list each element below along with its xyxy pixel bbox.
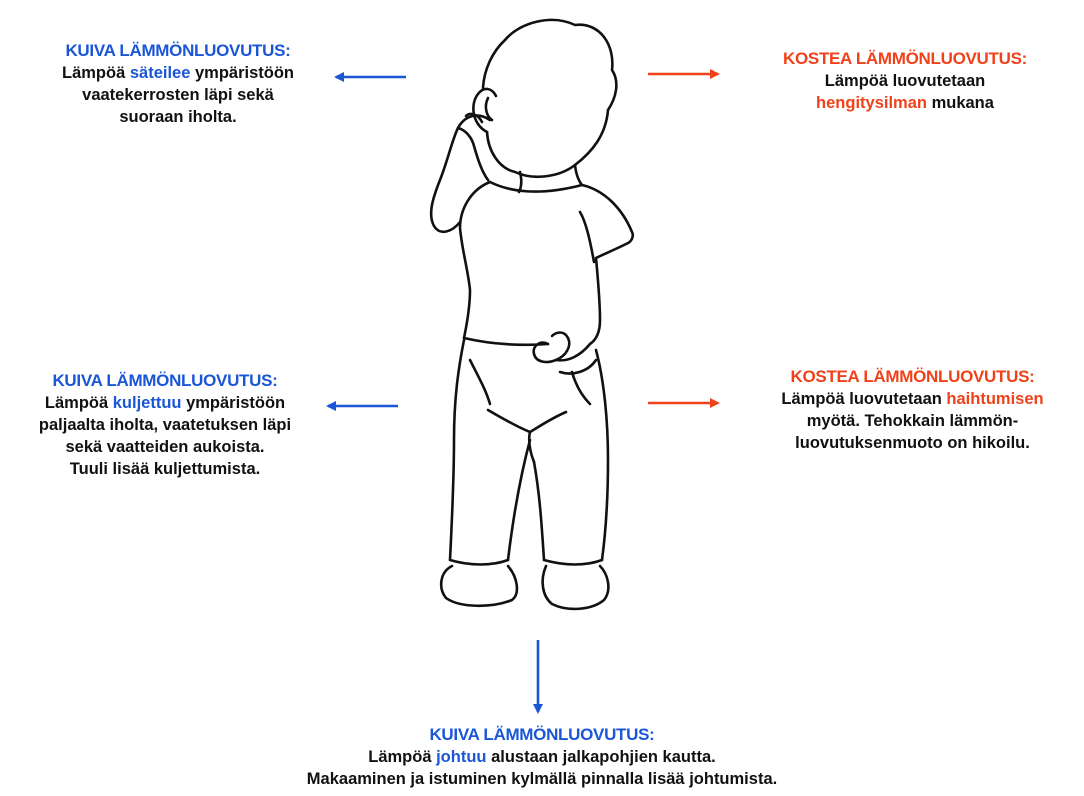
evaporation-line-2: myötä. Tehokkain lämmön- [735, 410, 1084, 432]
radiation-line-2: vaatekerrosten läpi sekä [18, 84, 338, 106]
evaporation-block: KOSTEA LÄMMÖNLUOVUTUS: Lämpöä luovutetaa… [735, 366, 1084, 454]
breath-line-2: hengitysilman mukana [720, 92, 1084, 114]
radiation-text: Lämpöä [62, 64, 130, 82]
conduction-text-post: alustaan jalkapohjien kautta. [487, 748, 716, 766]
convection-keyword: kuljettuu [113, 394, 182, 412]
convection-line-1: Lämpöä kuljettuu ympäristöön [0, 392, 330, 414]
convection-text-post: ympäristöön [182, 394, 286, 412]
conduction-line-1: Lämpöä johtuu alustaan jalkapohjien kaut… [242, 746, 842, 768]
convection-heading: KUIVA LÄMMÖNLUOVUTUS: [0, 370, 330, 392]
breath-block: KOSTEA LÄMMÖNLUOVUTUS: Lämpöä luovutetaa… [720, 48, 1084, 114]
convection-line-4: Tuuli lisää kuljettumista. [0, 458, 330, 480]
radiation-keyword: säteilee [130, 64, 191, 82]
breath-text-post: mukana [927, 94, 994, 112]
convection-text: Lämpöä [45, 394, 113, 412]
radiation-heading: KUIVA LÄMMÖNLUOVUTUS: [18, 40, 338, 62]
radiation-line-3: suoraan iholta. [18, 106, 338, 128]
breath-keyword: hengitysilman [816, 94, 927, 112]
conduction-text: Lämpöä [368, 748, 436, 766]
conduction-heading: KUIVA LÄMMÖNLUOVUTUS: [242, 724, 842, 746]
evaporation-keyword: haihtumisen [946, 390, 1043, 408]
conduction-keyword: johtuu [436, 748, 486, 766]
convection-line-3: sekä vaatteiden aukoista. [0, 436, 330, 458]
radiation-block: KUIVA LÄMMÖNLUOVUTUS: Lämpöä säteilee ym… [18, 40, 338, 128]
radiation-text-post: ympäristöön [190, 64, 294, 82]
breath-heading: KOSTEA LÄMMÖNLUOVUTUS: [720, 48, 1084, 70]
conduction-block: KUIVA LÄMMÖNLUOVUTUS: Lämpöä johtuu alus… [242, 724, 842, 790]
radiation-line-1: Lämpöä säteilee ympäristöön [18, 62, 338, 84]
child-outline-icon [431, 20, 633, 609]
convection-block: KUIVA LÄMMÖNLUOVUTUS: Lämpöä kuljettuu y… [0, 370, 330, 480]
convection-line-2: paljaalta iholta, vaatetuksen läpi [0, 414, 330, 436]
evaporation-line-1: Lämpöä luovutetaan haihtumisen [735, 388, 1084, 410]
evaporation-heading: KOSTEA LÄMMÖNLUOVUTUS: [735, 366, 1084, 388]
evaporation-text: Lämpöä luovutetaan [781, 390, 946, 408]
conduction-line-2: Makaaminen ja istuminen kylmällä pinnall… [242, 768, 842, 790]
evaporation-line-3: luovutuksenmuoto on hikoilu. [735, 432, 1084, 454]
breath-line-1: Lämpöä luovutetaan [720, 70, 1084, 92]
